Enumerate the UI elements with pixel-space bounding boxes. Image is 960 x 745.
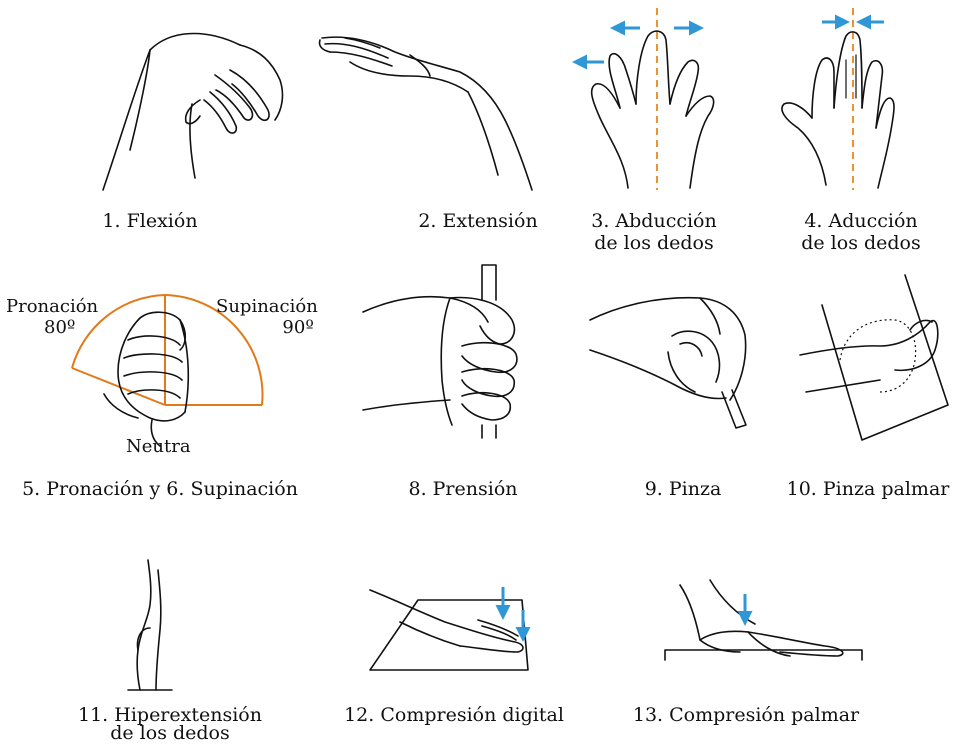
palmar-pinch-illustration [800, 275, 948, 440]
caption-adduction-line-2: de los dedos [786, 232, 936, 254]
neutral-label: Neutra [126, 436, 191, 457]
pinch-hand-illustration [590, 298, 746, 428]
caption-grasp: 8. Prensión [388, 478, 538, 500]
caption-digital-compression-line-1: 12. Compresión digital [334, 704, 574, 726]
caption-hyperextension: 11. Hiperextensión de los dedos [60, 704, 280, 744]
caption-flexion: 1. Flexión [70, 210, 230, 232]
caption-adduction: 4. Aducción de los dedos [786, 210, 936, 254]
caption-pronation-supination: 5. Pronación y 6. Supinación [10, 478, 310, 500]
supination-label-line-2: 90º [216, 317, 318, 338]
caption-pinch-line-1: 9. Pinza [628, 478, 738, 500]
pronation-label-line-1: Pronación [6, 296, 98, 317]
supination-label-line-1: Supinación [216, 296, 318, 317]
caption-palmar-compression: 13. Compresión palmar [626, 704, 866, 726]
caption-grasp-line-1: 8. Prensión [388, 478, 538, 500]
caption-extension-line-1: 2. Extensión [398, 210, 558, 232]
caption-pronation-supination-line-1: 5. Pronación y 6. Supinación [10, 478, 310, 500]
abduction-hand-illustration [592, 8, 714, 190]
supination-label: Supinación 90º [216, 296, 318, 338]
flexion-hand-illustration [103, 34, 282, 190]
caption-flexion-line-1: 1. Flexión [70, 210, 230, 232]
grasp-hand-illustration [363, 265, 517, 438]
caption-abduction-line-2: de los dedos [574, 232, 734, 254]
caption-adduction-line-1: 4. Aducción [786, 210, 936, 232]
caption-pinch: 9. Pinza [628, 478, 738, 500]
caption-abduction: 3. Abducción de los dedos [574, 210, 734, 254]
caption-palmar-pinch-line-1: 10. Pinza palmar [780, 478, 956, 500]
caption-palmar-pinch: 10. Pinza palmar [780, 478, 956, 500]
adduction-hand-illustration [782, 8, 894, 190]
pronation-label-line-2: 80º [6, 317, 98, 338]
caption-extension: 2. Extensión [398, 210, 558, 232]
caption-palmar-compression-line-1: 13. Compresión palmar [626, 704, 866, 726]
caption-digital-compression: 12. Compresión digital [334, 704, 574, 726]
hyperextension-finger-illustration [128, 560, 172, 690]
pronation-label: Pronación 80º [6, 296, 98, 338]
palmar-compression-illustration [665, 580, 862, 660]
caption-abduction-line-1: 3. Abducción [574, 210, 734, 232]
extension-hand-illustration [319, 37, 532, 190]
